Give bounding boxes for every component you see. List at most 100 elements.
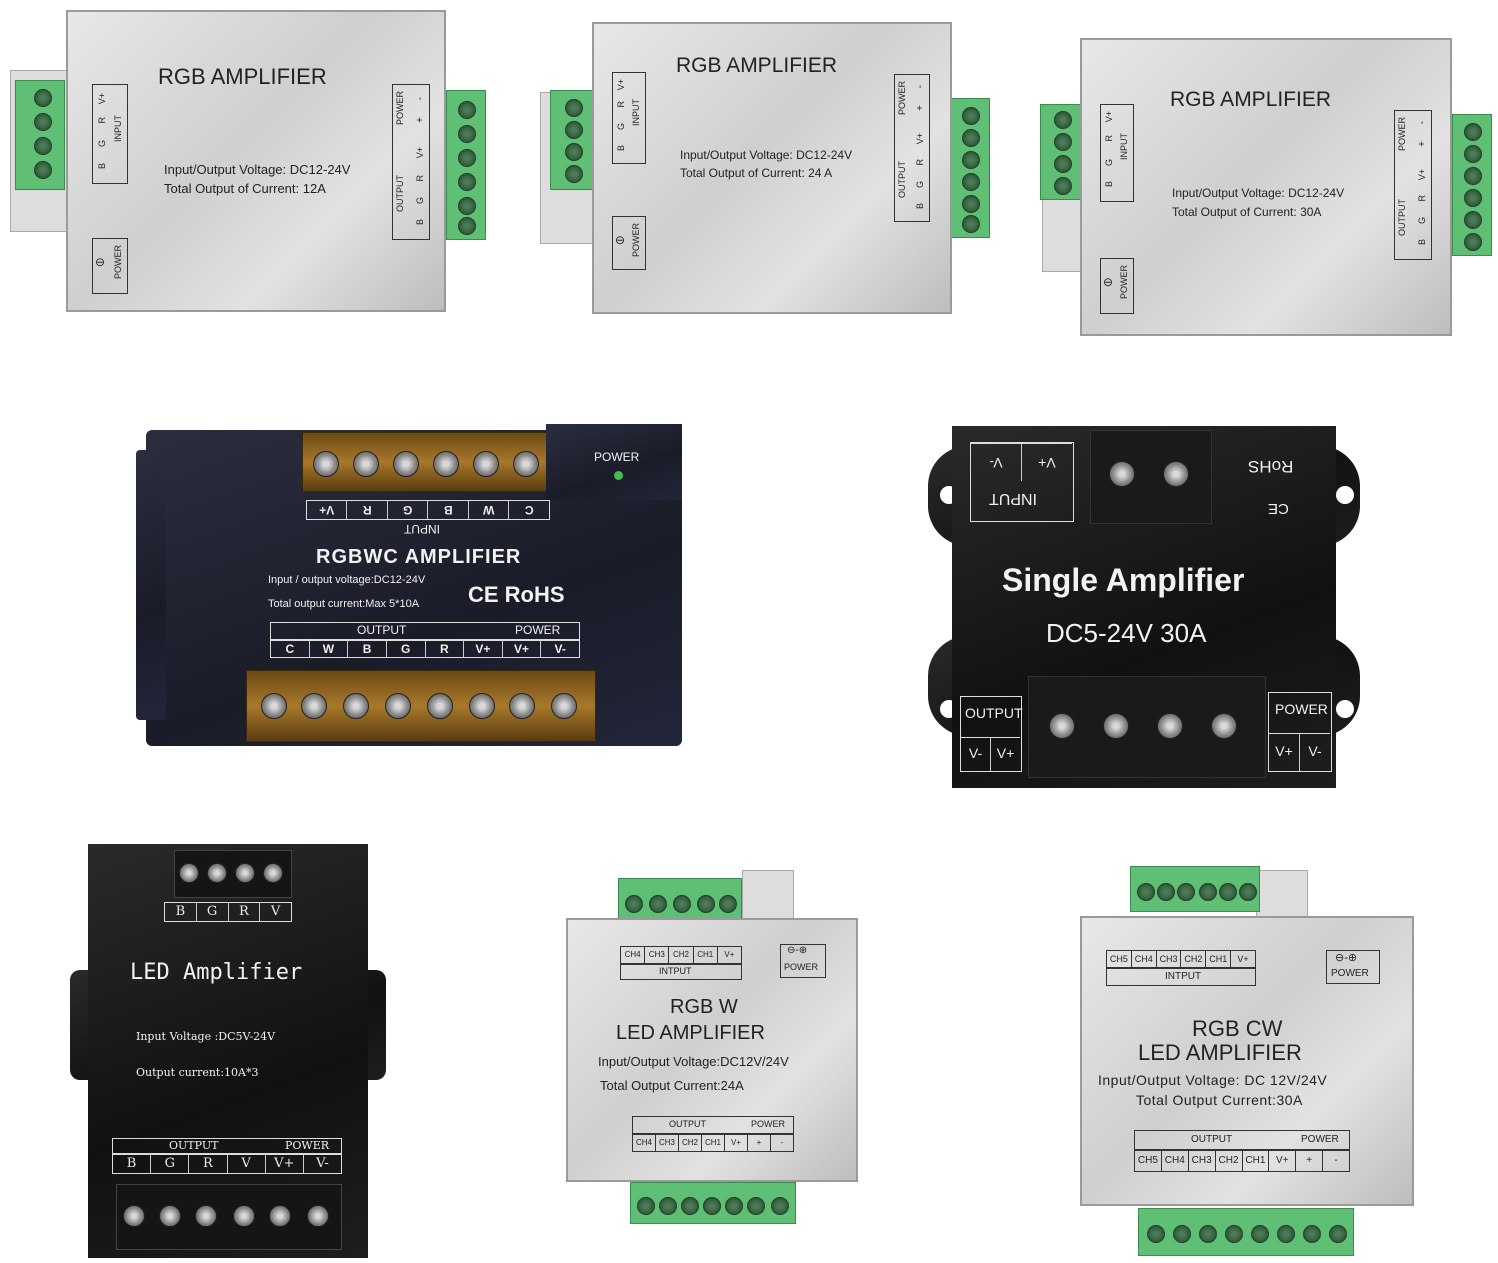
input-pin: B [427, 501, 468, 519]
current-spec: Total Output of Current: 12A [164, 181, 326, 196]
input-pin: R [346, 501, 387, 519]
rgb-amplifier-30a: RGB AMPLIFIER Input/Output Voltage: DC12… [1038, 38, 1494, 338]
terminal-screw [343, 693, 369, 719]
input-terminal [1040, 104, 1082, 200]
output-pin: V- [961, 738, 991, 771]
input-pin: G [387, 501, 428, 519]
output-pin: B [1417, 239, 1427, 246]
terminal-screw [962, 195, 980, 213]
input-label: INPUT [989, 490, 1037, 507]
output-pin: R [426, 641, 465, 657]
terminal-screw [159, 1205, 181, 1227]
terminal-screw [725, 1197, 743, 1215]
terminal-screw [1329, 1225, 1347, 1243]
input-pin: CH4 [621, 947, 646, 963]
terminal-screw [307, 1205, 329, 1227]
terminal-screw [1199, 1225, 1217, 1243]
output-pin: - [780, 1138, 784, 1147]
input-pin: C [508, 501, 549, 519]
power-label: POWER [285, 1139, 330, 1152]
terminal-screw [1147, 1225, 1165, 1243]
input-pin-row: B G R V [164, 902, 292, 922]
amplifier-case: RGB AMPLIFIER Input/Output Voltage: DC12… [1080, 38, 1452, 336]
output-pin-row: CH5 CH4 CH3 CH2 CH1 V+ + - [1134, 1150, 1350, 1172]
input-pin: G [97, 140, 107, 148]
output-label: OUTPUT [1397, 199, 1407, 236]
output-pin: CH3 [1189, 1151, 1216, 1171]
terminal-screw [1277, 1225, 1295, 1243]
output-pin: B [915, 203, 925, 210]
input-pin: B [1104, 181, 1114, 188]
terminal-screw [1177, 883, 1195, 901]
terminal-screw [34, 113, 52, 131]
terminal-screw [649, 895, 667, 913]
voltage-spec: Input/Output Voltage: DC12-24V [680, 148, 853, 162]
certification-marks: CE RoHS [468, 582, 565, 607]
output-pin: - [1334, 1155, 1338, 1166]
terminal-screw [1054, 133, 1072, 151]
product-title: Single Amplifier [1002, 562, 1245, 598]
output-label-box: POWER OUTPUT + - V+ R G B [894, 74, 930, 222]
terminal-screw [625, 895, 643, 913]
amplifier-case: CH4 CH3 CH2 CH1 V+ INTPUT ⊖-⊕ POWER RGB … [566, 918, 858, 1182]
input-pin: V+ [97, 93, 107, 105]
input-pin: G [197, 903, 229, 921]
terminal-screw [458, 173, 476, 191]
power-pin: - [915, 85, 926, 89]
terminal-screw [1464, 233, 1482, 251]
power-label: POWER [1397, 117, 1407, 152]
output-label: OUTPUT [169, 1139, 219, 1152]
terminal-screw [703, 1197, 721, 1215]
input-terminal [1130, 866, 1260, 912]
terminal-screw [1225, 1225, 1243, 1243]
terminal-screw [1464, 167, 1482, 185]
terminal-screw [1239, 883, 1257, 901]
terminal-screw [473, 451, 499, 477]
terminal-screw [195, 1205, 217, 1227]
terminal-screw [1054, 177, 1072, 195]
input-pin: V+ [1237, 954, 1249, 964]
output-pin: W [310, 641, 349, 657]
product-title: RGB AMPLIFIER [158, 64, 327, 89]
terminal-screw [458, 217, 476, 235]
terminal-screw [1303, 1225, 1321, 1243]
output-box: OUTPUT V- V+ [960, 696, 1023, 772]
terminal-screw [123, 1205, 145, 1227]
input-pin: CH2 [669, 947, 694, 963]
product-title-line2: LED AMPLIFIER [616, 1022, 765, 1044]
terminal-screw [962, 107, 980, 125]
terminal-screw [1211, 713, 1237, 739]
input-pin: B [97, 163, 107, 170]
terminal-screw [1464, 189, 1482, 207]
power-label: POWER [1301, 1134, 1339, 1145]
amplifier-case: RGB AMPLIFIER Input/Output Voltage: DC12… [592, 22, 952, 314]
dc-jack-icon: ⊖ [615, 233, 626, 247]
input-pin: R [1104, 135, 1114, 142]
input-pin: V [270, 904, 281, 919]
output-label: OUTPUT [965, 705, 1023, 721]
power-jack-box: ⊖ POWER [612, 216, 646, 270]
output-pin: B [113, 1155, 152, 1173]
terminal-screw [1054, 155, 1072, 173]
input-pin: CH3 [645, 947, 670, 963]
output-terminal [630, 1182, 796, 1224]
terminal-screw [393, 451, 419, 477]
input-pin: G [1104, 159, 1114, 167]
dc-jack-icon: ⊖-⊕ [787, 945, 808, 956]
power-jack-box: ⊖ POWER [1100, 258, 1134, 314]
current-spec: Total Output Current:30A [1136, 1092, 1303, 1108]
input-label-box: INTPUT [1106, 968, 1256, 986]
terminal-screw [1157, 883, 1175, 901]
current-spec: Total Output of Current: 24 A [680, 166, 833, 180]
output-pin: CH1 [702, 1135, 725, 1151]
terminal-screw [681, 1197, 699, 1215]
input-pin-row: V+ V- [971, 443, 1072, 481]
dc-jack-icon: ⊖-⊕ [1335, 952, 1358, 964]
terminal-screw [565, 165, 583, 183]
input-pin-row: CH5 CH4 CH3 CH2 CH1 V+ [1106, 950, 1256, 968]
rgbw-led-amplifier: CH4 CH3 CH2 CH1 V+ INTPUT ⊖-⊕ POWER RGB … [562, 870, 862, 1230]
terminal-screw [458, 101, 476, 119]
output-pin-row: B G R V V+ V- [112, 1154, 342, 1174]
terminal-screw [427, 693, 453, 719]
